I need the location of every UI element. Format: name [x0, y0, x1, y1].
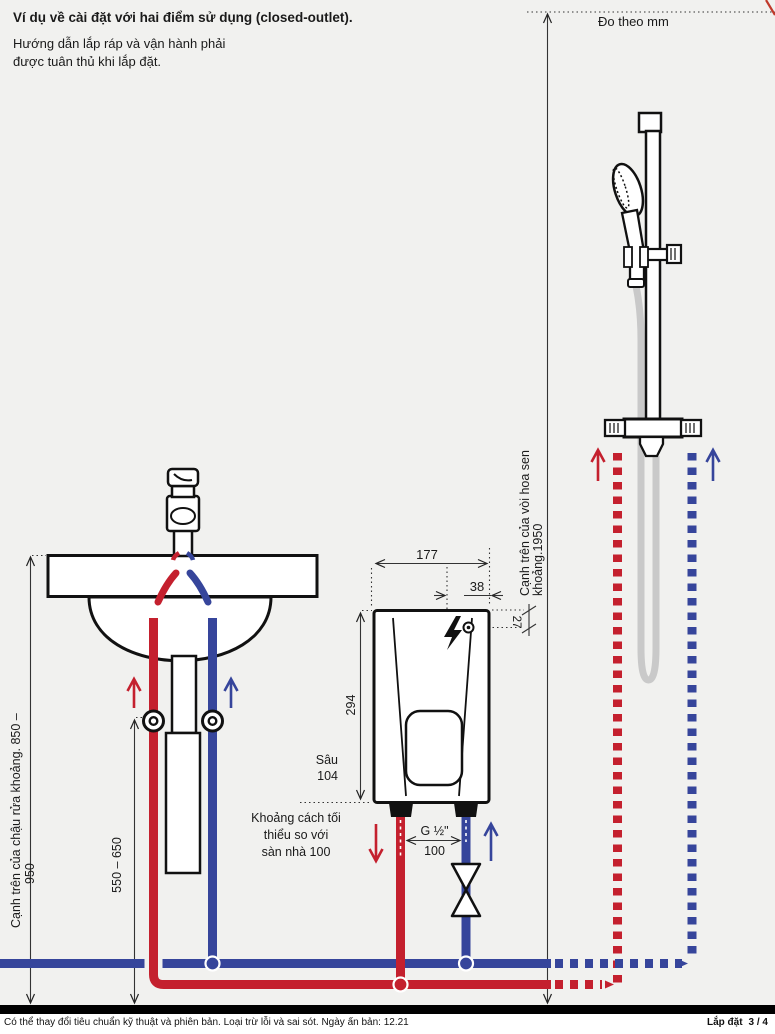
shower-height-label-line2: khoảng.1950: [531, 523, 545, 596]
cold-inlet-fitting: [454, 803, 478, 817]
shower-fixture: [603, 111, 703, 458]
min-floor-line2: thiểu so với: [263, 828, 329, 842]
measure-unit-note: Đo theo mm: [598, 14, 669, 29]
heater-window: [404, 709, 464, 787]
cold-junction-sink: [204, 955, 221, 972]
hot-junction-heater: [392, 976, 409, 993]
page-subtitle-line1: Hướng dẫn lắp ráp và vận hành phải: [13, 36, 226, 51]
valve-height-label: 550 – 650: [110, 837, 124, 893]
hand-shower: [611, 162, 649, 288]
counter: [46, 554, 319, 598]
rail-top-cap: [637, 111, 663, 134]
sink-height-label-line2: 950: [23, 863, 37, 884]
cold-junction-heater: [457, 955, 475, 972]
hot-supply-nub: [170, 551, 181, 561]
flow-arrows: [126, 447, 721, 864]
pipe-network: [0, 453, 697, 989]
min-floor-line1: Khoảng cách tối: [251, 811, 341, 825]
shower-hose: [632, 285, 660, 684]
cold-connector: [186, 569, 212, 606]
cold-flow-arrow-sink: [223, 676, 239, 708]
hot-connector: [154, 569, 180, 606]
cold-flow-arrow-heater: [483, 821, 499, 861]
floor-line: [0, 1005, 775, 1014]
footer-section: Lắp đặt: [706, 1017, 743, 1028]
pipe-junctions: [204, 955, 475, 993]
water-heater: [372, 609, 491, 817]
footer-note: Có thể thay đổi tiêu chuẩn kỹ thuật và p…: [4, 1017, 409, 1028]
drain-pipe-upper: [170, 654, 198, 735]
sink-fixture: [46, 467, 319, 875]
dim-heater-width: 177: [416, 547, 438, 562]
mixer-bar: [622, 417, 684, 439]
cold-supply-nub: [185, 551, 196, 561]
hot-flow-arrow-heater: [368, 824, 384, 864]
hot-sink-pipe: [149, 618, 551, 989]
cold-flow-arrow-shower: [705, 447, 721, 481]
mixer-knob-right: [679, 418, 703, 438]
footer-page-number: 3 / 4: [748, 1017, 768, 1028]
dim-screw-top-offset: 38: [469, 579, 485, 594]
page-title: Ví dụ về cài đặt với hai điểm sử dụng (c…: [13, 10, 353, 25]
slider-knob: [665, 243, 683, 265]
inlet-valve-icon: [450, 862, 482, 918]
dim-screw-side-offset: 27: [510, 615, 522, 629]
sink-shutoff-valves: [142, 709, 224, 733]
footer-page-indicator: Lắp đặt 3 / 4: [707, 1017, 768, 1028]
hot-flow-arrow-shower: [590, 447, 606, 481]
sink-height-label-line1: Cạnh trên của chậu rửa khoảng. 850 –: [9, 713, 23, 928]
depth-value: 104: [317, 769, 338, 783]
lightning-bolt-icon: [444, 616, 462, 650]
hot-flow-arrow-sink: [126, 676, 142, 708]
basin: [87, 595, 273, 663]
min-floor-clearance-label: Khoảng cách tối thiểu so với sàn nhà 100: [251, 810, 341, 861]
min-floor-line3: sàn nhà 100: [261, 845, 331, 859]
hot-outlet-fitting: [389, 803, 413, 817]
mixer-spout: [638, 435, 665, 458]
shower-rail: [644, 129, 662, 425]
faucet: [165, 467, 201, 558]
mixer-knob-left: [603, 418, 627, 438]
page-subtitle-line2: được tuân thủ khi lắp đặt.: [13, 54, 162, 69]
depth-label: Sâu: [315, 753, 338, 767]
pipe-spacing-value: 100: [424, 844, 445, 858]
connection-thread-label: G ½": [420, 824, 449, 838]
corner-mark: [765, 0, 775, 16]
dim-heater-height: 294: [344, 694, 358, 716]
drain-pipe-lower: [164, 731, 202, 875]
